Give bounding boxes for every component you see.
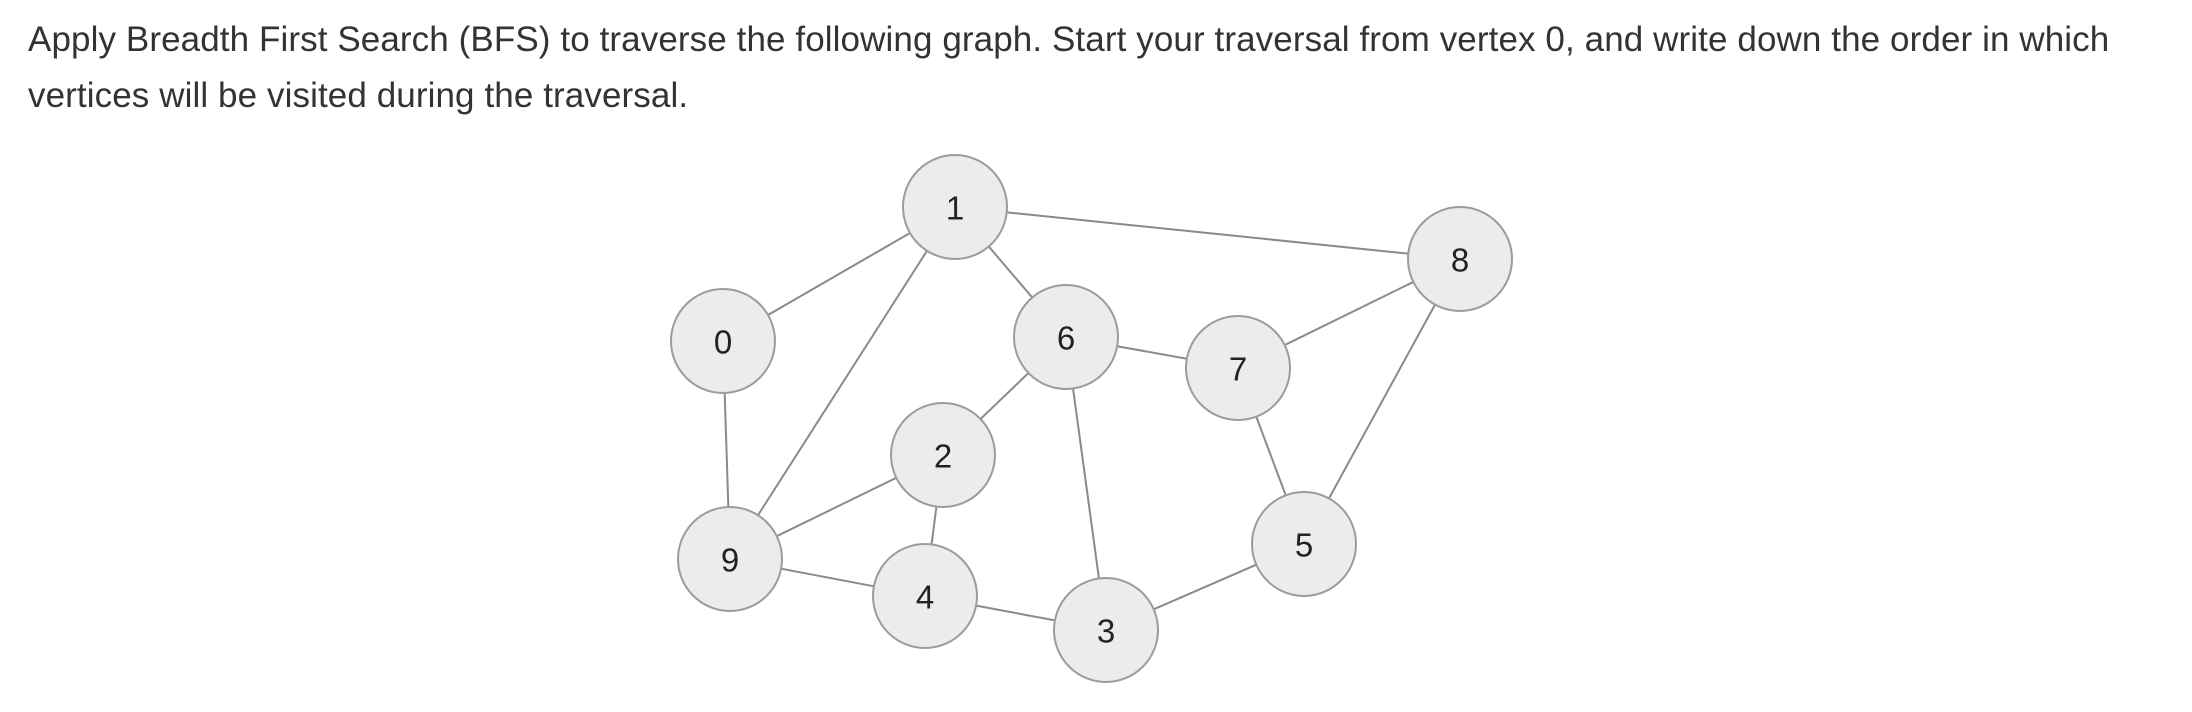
edge-1-8 [1006, 211, 1409, 255]
graph-edges [723, 211, 1436, 622]
node-3: 3 [1053, 577, 1159, 683]
edge-7-8 [1284, 281, 1414, 346]
node-label: 1 [946, 190, 964, 227]
node-circle [1185, 315, 1291, 421]
node-circle [677, 506, 783, 612]
node-circle [872, 543, 978, 649]
node-4: 4 [872, 543, 978, 649]
node-8: 8 [1407, 206, 1513, 312]
node-6: 6 [1013, 284, 1119, 390]
edge-3-5 [1153, 563, 1257, 611]
node-7: 7 [1185, 315, 1291, 421]
edge-2-9 [776, 476, 897, 538]
node-label: 6 [1057, 320, 1075, 357]
edge-9-4 [780, 567, 875, 588]
node-label: 0 [714, 324, 732, 361]
edge-7-5 [1255, 416, 1287, 496]
node-label: 4 [916, 579, 934, 616]
edge-6-7 [1116, 345, 1188, 360]
node-5: 5 [1251, 491, 1357, 597]
node-9: 9 [677, 506, 783, 612]
node-label: 5 [1295, 527, 1313, 564]
node-2: 2 [890, 402, 996, 508]
node-label: 8 [1451, 242, 1469, 279]
question-text: Apply Breadth First Search (BFS) to trav… [28, 20, 2110, 115]
node-circle [1053, 577, 1159, 683]
node-circle [1013, 284, 1119, 390]
node-label: 7 [1229, 351, 1247, 388]
node-circle [670, 288, 776, 394]
edge-1-9 [757, 250, 928, 516]
node-circle [890, 402, 996, 508]
node-1: 1 [902, 154, 1008, 260]
node-label: 2 [934, 438, 952, 475]
edge-6-2 [979, 372, 1030, 420]
edge-0-1 [767, 232, 911, 316]
edge-8-5 [1328, 304, 1436, 499]
node-0: 0 [670, 288, 776, 394]
node-circle [902, 154, 1008, 260]
graph-nodes: 0 1 2 3 4 5 6 7 8 9 [670, 154, 1513, 683]
node-label: 9 [721, 542, 739, 579]
node-circle [1407, 206, 1513, 312]
edge-2-4 [930, 506, 938, 545]
node-circle [1251, 491, 1357, 597]
edge-4-3 [975, 604, 1056, 622]
edge-0-9 [723, 392, 730, 508]
edge-6-3 [1072, 388, 1100, 579]
node-label: 3 [1097, 613, 1115, 650]
edge-1-6 [988, 245, 1033, 299]
